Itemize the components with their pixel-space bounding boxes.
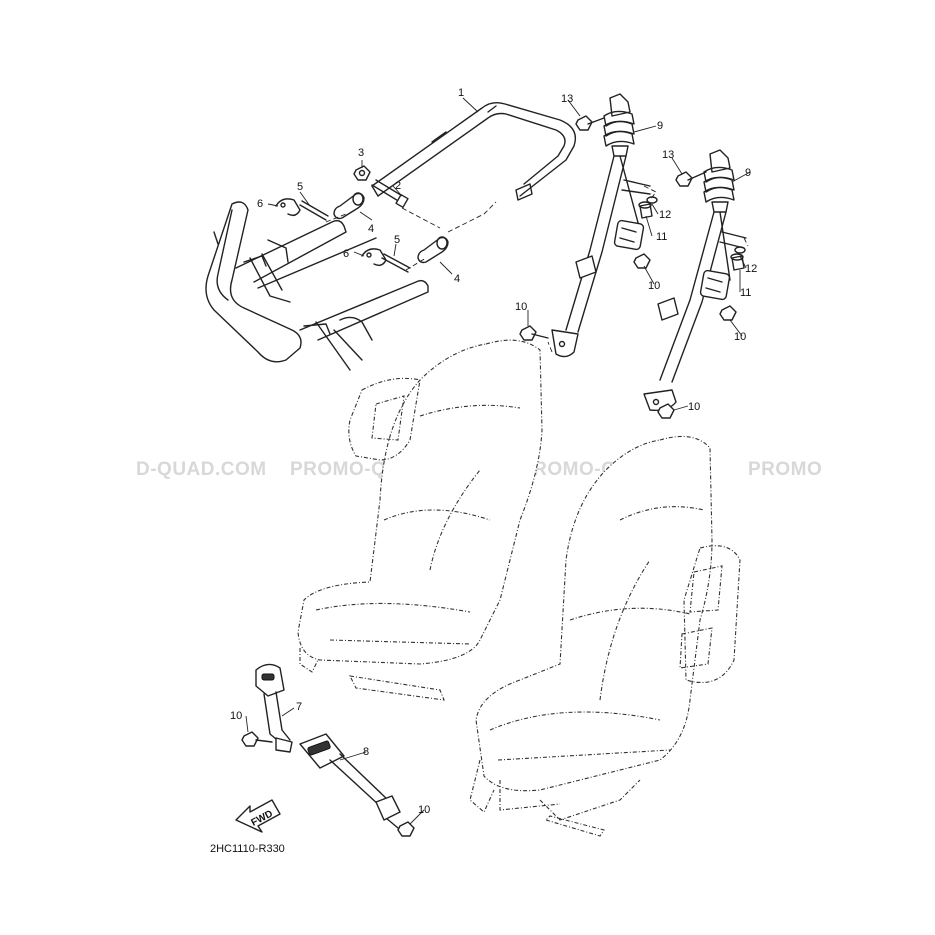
callout-13-right: 13 bbox=[662, 149, 674, 161]
bolt-10-a bbox=[519, 325, 549, 341]
bolt-10-c bbox=[719, 305, 737, 321]
callout-10-f: 10 bbox=[418, 804, 430, 816]
fwd-arrow-icon: FWD bbox=[235, 799, 281, 833]
callout-6-upper: 6 bbox=[257, 198, 263, 210]
callout-2: 2 bbox=[395, 180, 401, 192]
callout-8: 8 bbox=[363, 746, 369, 758]
pin-5-lower bbox=[381, 253, 411, 273]
callout-10-e: 10 bbox=[230, 710, 242, 722]
buckle-8 bbox=[299, 733, 401, 821]
callout-13-left: 13 bbox=[561, 93, 573, 105]
bolt-13-right bbox=[675, 171, 707, 187]
bolt-2 bbox=[371, 179, 409, 209]
callout-9-right: 9 bbox=[745, 167, 751, 179]
collar-4-upper bbox=[333, 192, 365, 220]
hardware bbox=[241, 115, 746, 837]
seat-belt-left bbox=[551, 93, 651, 358]
seat-left bbox=[297, 339, 543, 701]
callout-5-lower: 5 bbox=[394, 234, 400, 246]
spacer-11-left bbox=[638, 201, 653, 219]
buckle-7 bbox=[255, 663, 293, 753]
pin-5-upper bbox=[299, 200, 329, 221]
roll-bar bbox=[371, 101, 577, 201]
callout-4-lower: 4 bbox=[454, 273, 460, 285]
callout-1: 1 bbox=[458, 87, 464, 99]
callout-10-b: 10 bbox=[648, 280, 660, 292]
watermark-text-1: D-QUAD.COM bbox=[136, 459, 267, 480]
callout-12-right: 12 bbox=[745, 263, 757, 275]
clip-6-lower bbox=[361, 248, 387, 267]
bolt-13-left bbox=[575, 115, 605, 131]
leaders bbox=[245, 97, 751, 825]
seat-right bbox=[469, 435, 741, 837]
callout-12-left: 12 bbox=[659, 209, 671, 221]
bolt-10-b bbox=[633, 253, 651, 269]
callout-9-left: 9 bbox=[657, 120, 663, 132]
callout-labels: 1 2 3 4 4 5 5 6 6 7 8 9 9 10 10 10 10 10… bbox=[230, 87, 757, 816]
bolt-10-e bbox=[241, 731, 273, 747]
callout-11-right: 11 bbox=[740, 287, 751, 299]
callout-10-a: 10 bbox=[515, 301, 527, 313]
callout-7: 7 bbox=[296, 701, 302, 713]
clip-6-upper bbox=[275, 198, 301, 217]
callout-3: 3 bbox=[358, 147, 364, 159]
seat-belt-right bbox=[643, 149, 747, 412]
bolt-10-f bbox=[385, 817, 415, 837]
callout-4-upper: 4 bbox=[368, 223, 374, 235]
callout-6-lower: 6 bbox=[343, 248, 349, 260]
callout-11-left: 11 bbox=[656, 231, 667, 243]
callout-5-upper: 5 bbox=[297, 181, 303, 193]
spacer-11-right bbox=[730, 253, 745, 271]
nut-3 bbox=[353, 165, 371, 181]
callout-10-c: 10 bbox=[734, 331, 746, 343]
diagram-code: 2HC1110-R330 bbox=[210, 843, 285, 855]
cage-frame bbox=[205, 201, 429, 371]
ring-12-right bbox=[734, 246, 746, 254]
collar-4-lower bbox=[417, 236, 449, 264]
bolt-10-d bbox=[657, 403, 675, 419]
watermark-text-4: PROMO bbox=[748, 459, 822, 480]
callout-10-d: 10 bbox=[688, 401, 700, 413]
